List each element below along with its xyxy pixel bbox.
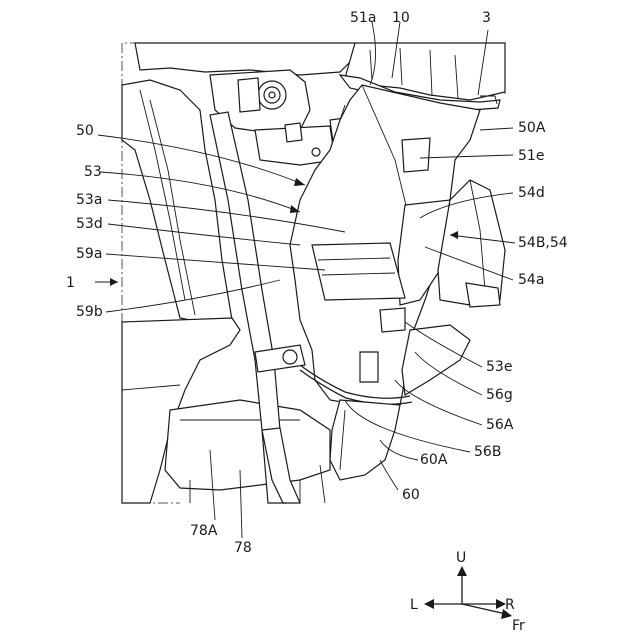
label-50A: 50A xyxy=(518,120,546,136)
axis-right-label: R xyxy=(505,597,515,613)
bracket-78 xyxy=(165,400,330,503)
label-56A: 56A xyxy=(486,417,514,433)
lower-cover-60 xyxy=(330,400,400,480)
label-59b: 59b xyxy=(76,304,103,320)
label-51e: 51e xyxy=(518,148,544,164)
label-60: 60 xyxy=(402,487,420,503)
label-53e: 53e xyxy=(486,359,512,375)
direction-indicator: U L R Fr xyxy=(410,550,525,634)
label-56B: 56B xyxy=(474,444,501,460)
label-3: 3 xyxy=(482,10,491,26)
axis-front-label: Fr xyxy=(512,618,525,634)
label-53a: 53a xyxy=(76,192,102,208)
axis-up-label: U xyxy=(456,550,466,566)
label-53d: 53d xyxy=(76,216,103,232)
label-78A: 78A xyxy=(190,523,218,539)
axis-left-label: L xyxy=(410,597,418,613)
label-60A: 60A xyxy=(420,452,448,468)
label-56g: 56g xyxy=(486,387,513,403)
label-54a: 54a xyxy=(518,272,544,288)
label-1: 1 xyxy=(66,275,75,291)
label-51a: 51a xyxy=(350,10,376,26)
label-54d: 54d xyxy=(518,185,545,201)
label-10: 10 xyxy=(392,10,410,26)
label-50: 50 xyxy=(76,123,94,139)
label-78: 78 xyxy=(234,540,252,556)
label-54B54: 54B,54 xyxy=(518,235,568,251)
label-53: 53 xyxy=(84,164,102,180)
label-59a: 59a xyxy=(76,246,102,262)
